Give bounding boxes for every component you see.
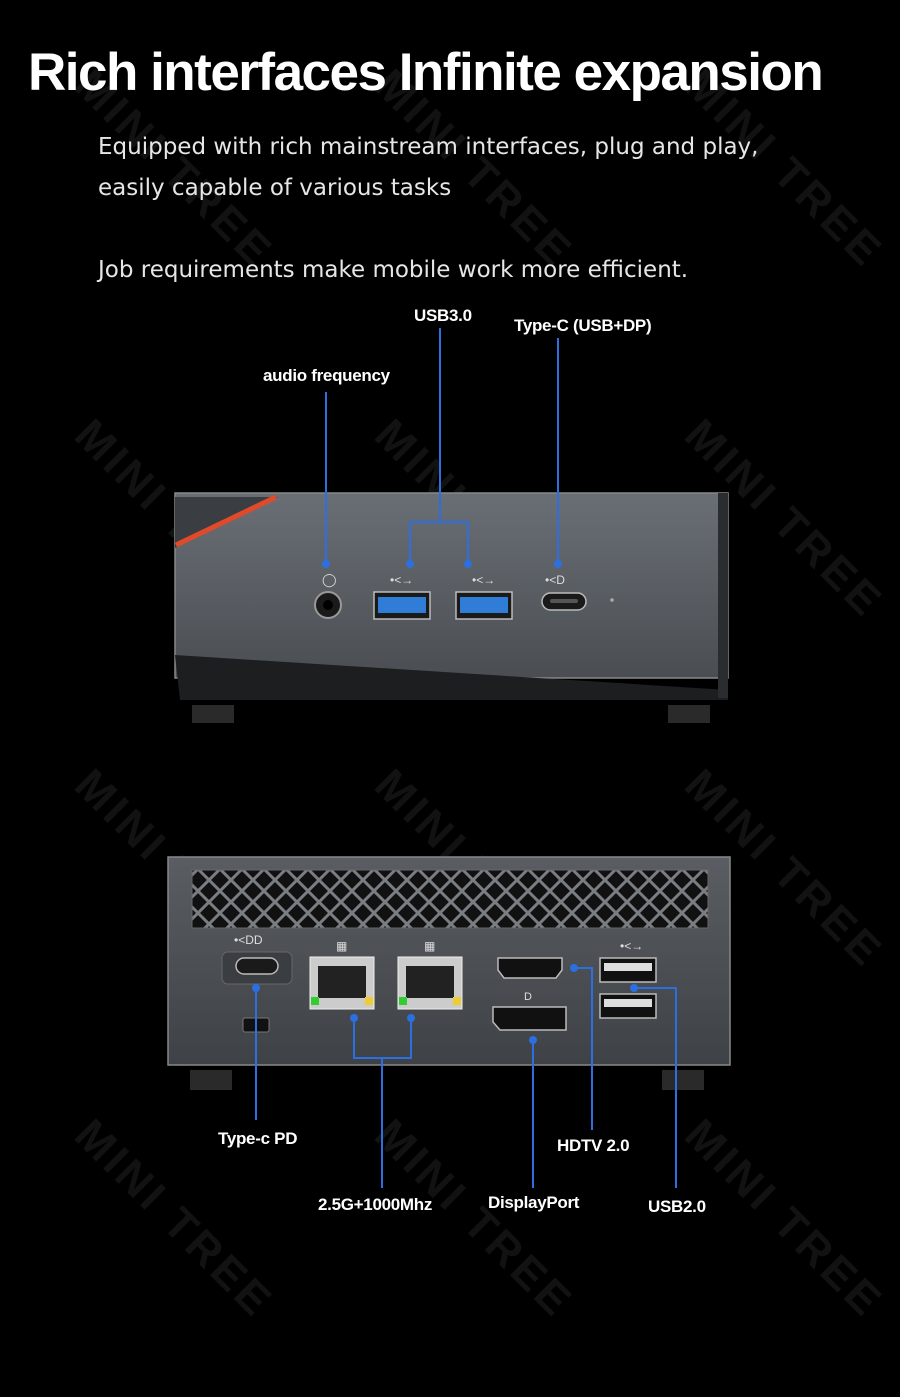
label-typec-pd: Type-c PD (218, 1129, 298, 1148)
page-title: Rich interfaces Infinite expansion (28, 43, 824, 102)
power-led (610, 598, 614, 602)
svg-text:D: D (524, 991, 532, 1003)
svg-text:▦: ▦ (336, 939, 347, 953)
foot (662, 1070, 704, 1090)
intro-line-3: Job requirements make mobile work more e… (98, 257, 689, 283)
label-usb2: USB2.0 (648, 1197, 706, 1216)
label-audio: audio frequency (263, 366, 390, 385)
svg-text:•<DD: •<DD (234, 933, 263, 947)
svg-text:•<→: •<→ (620, 939, 643, 953)
hdmi-port (497, 957, 563, 979)
svg-text:▦: ▦ (424, 939, 435, 953)
front-device: ◯ •<→ •<→ •<D (174, 492, 729, 723)
foot (668, 705, 710, 723)
svg-text:◯: ◯ (322, 572, 337, 588)
label-lan: 2.5G+1000Mhz (318, 1195, 433, 1214)
callout-lines (255, 328, 677, 1188)
label-usb3: USB3.0 (414, 306, 472, 325)
intro-line-2: easily capable of various tasks (98, 175, 452, 201)
label-typec: Type-C (USB+DP) (514, 316, 652, 335)
front-case (174, 492, 729, 679)
front-led-strip (174, 494, 278, 548)
vent-grille (191, 869, 709, 929)
callout-dots (252, 560, 638, 1044)
type-c-pd-port (235, 957, 279, 975)
foot (192, 705, 234, 723)
displayport-port (492, 1006, 567, 1031)
foot (190, 1070, 232, 1090)
svg-text:•<D: •<D (545, 573, 565, 587)
label-displayport: DisplayPort (488, 1193, 580, 1212)
svg-text:•<→: •<→ (472, 573, 495, 587)
svg-text:•<→: •<→ (390, 573, 413, 587)
label-hdtv: HDTV 2.0 (557, 1136, 630, 1155)
rear-device: •<DD ▦ ▦ D •<→ (167, 856, 731, 1090)
intro-line-1: Equipped with rich mainstream interfaces… (98, 134, 759, 160)
